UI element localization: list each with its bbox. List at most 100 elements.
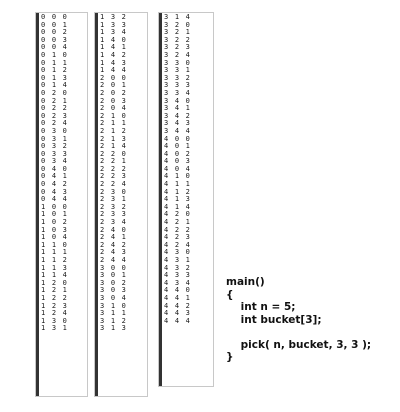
output-row: 3 1 2	[100, 316, 128, 325]
output-row: 4 0 0	[164, 134, 192, 143]
output-row: 3 2 4	[164, 50, 192, 59]
output-row: 4 1 4	[164, 202, 192, 211]
output-row: 4 4 2	[164, 301, 192, 310]
output-row: 0 4 0	[41, 164, 69, 173]
output-row: 0 2 0	[41, 88, 69, 97]
output-row: 1 3 1	[41, 324, 69, 333]
code-line: main()	[226, 276, 265, 288]
output-row: 2 1 3	[100, 134, 128, 143]
output-row: 1 3 0	[41, 316, 69, 325]
output-row: 2 4 2	[100, 240, 128, 249]
output-row: 4 1 1	[164, 180, 192, 189]
output-row: 2 3 0	[100, 187, 128, 196]
output-row: 3 0 1	[100, 271, 128, 280]
output-row: 1 2 3	[41, 301, 69, 310]
output-row: 3 3 1	[164, 66, 192, 75]
output-row: 1 4 1	[100, 43, 128, 52]
output-row: 2 3 3	[100, 210, 128, 219]
output-row: 2 2 0	[100, 149, 128, 158]
output-row: 0 0 1	[41, 20, 69, 29]
output-row: 3 1 4	[164, 13, 192, 21]
output-row: 2 1 0	[100, 111, 128, 120]
panel-edge-bar	[159, 13, 162, 386]
output-row: 2 0 1	[100, 81, 128, 90]
output-row: 2 4 1	[100, 233, 128, 242]
output-row: 0 4 2	[41, 180, 69, 189]
output-row: 1 2 2	[41, 293, 69, 302]
output-row: 2 3 1	[100, 195, 128, 204]
output-row: 0 4 3	[41, 187, 69, 196]
output-row: 2 1 1	[100, 119, 128, 128]
output-row: 2 4 3	[100, 248, 128, 257]
output-row: 4 1 2	[164, 187, 192, 196]
output-row: 4 3 2	[164, 263, 192, 272]
output-row: 0 3 4	[41, 157, 69, 166]
output-row: 2 2 2	[100, 164, 128, 173]
output-row: 1 3 4	[100, 28, 128, 37]
output-row: 3 3 0	[164, 58, 192, 67]
output-row: 0 1 2	[41, 66, 69, 75]
output-row: 2 1 4	[100, 142, 128, 151]
output-row: 4 2 4	[164, 240, 192, 249]
output-row: 4 0 3	[164, 157, 192, 166]
output-row: 3 2 2	[164, 35, 192, 44]
output-row: 3 2 3	[164, 43, 192, 52]
code-line: int bucket[3];	[226, 313, 322, 326]
output-row: 4 2 1	[164, 218, 192, 227]
output-row: 1 1 4	[41, 271, 69, 280]
output-row: 2 3 2	[100, 202, 128, 211]
output-row: 4 3 4	[164, 278, 192, 287]
output-row: 1 0 3	[41, 225, 69, 234]
output-row: 3 2 0	[164, 20, 192, 29]
output-row: 1 4 4	[100, 66, 128, 75]
output-row: 1 2 1	[41, 286, 69, 295]
output-row: 3 1 0	[100, 301, 128, 310]
output-row: 0 3 0	[41, 126, 69, 135]
output-row: 3 1 1	[100, 309, 128, 318]
output-row: 4 2 2	[164, 225, 192, 234]
output-row: 1 3 2	[100, 13, 128, 21]
output-row: 0 1 4	[41, 81, 69, 90]
output-row: 2 0 2	[100, 88, 128, 97]
output-row: 3 0 4	[100, 293, 128, 302]
code-line: {	[226, 288, 234, 301]
output-row: 1 0 0	[41, 202, 69, 211]
output-row: 2 2 1	[100, 157, 128, 166]
output-row: 0 3 2	[41, 142, 69, 151]
output-row: 1 1 3	[41, 263, 69, 272]
panel-edge-bar	[95, 13, 98, 396]
output-row: 0 1 3	[41, 73, 69, 82]
output-row: 0 2 4	[41, 119, 69, 128]
output-row: 4 4 0	[164, 286, 192, 295]
output-row: 0 2 3	[41, 111, 69, 120]
output-row: 4 0 1	[164, 142, 192, 151]
output-row: 1 0 1	[41, 210, 69, 219]
output-row: 0 3 1	[41, 134, 69, 143]
output-row: 1 4 2	[100, 50, 128, 59]
code-snippet: main() { int n = 5; int bucket[3]; pick(…	[226, 276, 371, 364]
output-row: 4 4 3	[164, 309, 192, 318]
output-row: 2 0 4	[100, 104, 128, 113]
output-row: 4 4 1	[164, 293, 192, 302]
output-row: 0 2 1	[41, 96, 69, 105]
output-row: 3 4 0	[164, 96, 192, 105]
output-row: 4 4 4	[164, 316, 192, 325]
output-row: 1 1 0	[41, 240, 69, 249]
output-row: 1 2 4	[41, 309, 69, 318]
output-row: 0 1 0	[41, 50, 69, 59]
output-row: 4 3 0	[164, 248, 192, 257]
output-row: 3 4 2	[164, 111, 192, 120]
output-row: 4 1 3	[164, 195, 192, 204]
code-line: int n = 5;	[226, 301, 296, 313]
output-row: 0 2 2	[41, 104, 69, 113]
output-row: 3 0 2	[100, 278, 128, 287]
output-row: 2 0 3	[100, 96, 128, 105]
output-row: 0 1 1	[41, 58, 69, 67]
output-row: 0 3 3	[41, 149, 69, 158]
output-row: 2 3 4	[100, 218, 128, 227]
